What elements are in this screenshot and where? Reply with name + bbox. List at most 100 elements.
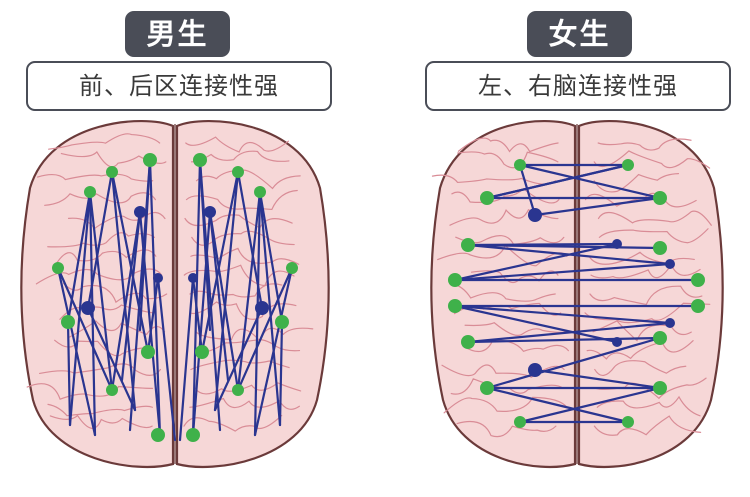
male-connection-line <box>200 170 240 354</box>
female-connection-line <box>466 242 619 247</box>
male-connection-line <box>253 266 294 437</box>
male-gyrus <box>36 173 154 182</box>
male-blue-node <box>255 301 269 315</box>
male-green-node <box>275 315 289 329</box>
female-brain-diagram <box>430 120 724 469</box>
male-gyrus <box>54 339 154 357</box>
female-connection-line <box>485 163 630 200</box>
male-connection-line <box>213 170 240 412</box>
male-connection-line <box>66 320 72 427</box>
female-gyrus <box>431 174 556 185</box>
female-blue-node <box>612 337 622 347</box>
male-connection-line <box>191 158 202 437</box>
male-gyrus <box>67 211 166 230</box>
female-green-node <box>653 191 667 205</box>
male-connection-line <box>278 320 284 427</box>
female-gyrus <box>586 340 694 360</box>
female-connection-line <box>453 304 619 344</box>
male-connection-line <box>146 276 160 354</box>
female-green-node <box>514 416 526 428</box>
male-connection-line <box>86 306 137 412</box>
male-gyrus <box>194 382 302 395</box>
female-panel: 女生 左、右脑连接性强 <box>375 0 750 497</box>
female-gyrus <box>456 420 557 438</box>
male-blue-node <box>81 301 95 315</box>
male-gyrus <box>44 192 157 206</box>
male-green-node <box>52 262 64 274</box>
male-gyrus <box>49 414 153 429</box>
male-connection-line <box>86 170 114 310</box>
male-connection-line <box>213 306 264 412</box>
female-title: 女生 <box>527 11 632 57</box>
male-brain-diagram <box>20 119 330 469</box>
female-gyrus <box>598 228 709 244</box>
male-connection-line <box>208 210 240 392</box>
male-connection-line <box>110 170 150 354</box>
male-blue-node <box>153 273 163 283</box>
male-connection-line <box>178 276 195 442</box>
female-connection-line <box>453 262 672 282</box>
female-gyrus <box>596 395 701 417</box>
female-gyrus <box>464 322 568 336</box>
female-gyrus <box>584 302 711 324</box>
male-gyrus <box>53 249 157 267</box>
male-green-node <box>84 186 96 198</box>
female-green-node <box>691 273 705 287</box>
female-blue-node <box>612 239 622 249</box>
female-gyrus <box>457 151 559 169</box>
male-gyrus <box>185 136 290 153</box>
male-subtitle: 前、后区连接性强 <box>26 61 332 111</box>
male-connection-line <box>56 266 114 392</box>
female-gyrus <box>589 285 703 306</box>
male-blue-node <box>134 206 146 218</box>
male-connection-line <box>253 190 262 437</box>
male-connection-line <box>258 190 282 427</box>
female-gyrus <box>593 415 702 436</box>
male-connection-line <box>68 190 92 427</box>
male-green-node <box>186 428 200 442</box>
female-subtitle: 左、右脑连接性强 <box>425 61 731 111</box>
male-left-hemisphere <box>20 119 175 469</box>
female-connection-line <box>518 163 662 200</box>
female-green-node <box>461 335 475 349</box>
male-green-node <box>193 153 207 167</box>
female-gyrus <box>457 137 559 153</box>
female-gyrus <box>594 360 687 376</box>
female-green-node <box>480 381 494 395</box>
male-green-node <box>141 345 155 359</box>
male-connection-line <box>88 190 97 437</box>
male-blue-node <box>204 206 216 218</box>
female-blue-node <box>665 259 675 269</box>
female-blue-node <box>528 208 542 222</box>
female-connection-line <box>466 321 672 344</box>
female-green-node <box>480 191 494 205</box>
female-connection-line <box>466 336 662 344</box>
male-gyrus <box>189 397 300 410</box>
female-green-node <box>653 241 667 255</box>
female-gyrus <box>462 339 569 353</box>
male-green-node <box>286 262 298 274</box>
male-title: 男生 <box>125 11 230 57</box>
male-connection-line <box>110 170 137 412</box>
male-connection-line <box>236 170 264 310</box>
female-green-node <box>448 299 462 313</box>
female-connection-line <box>453 304 672 325</box>
female-green-node <box>622 416 634 428</box>
female-gyrus <box>593 173 680 193</box>
female-green-node <box>461 238 475 252</box>
male-gyrus <box>62 282 168 304</box>
male-connection-lines <box>56 158 294 442</box>
male-green-node <box>232 384 244 396</box>
female-connection-line <box>518 163 537 217</box>
female-blue-node <box>528 363 542 377</box>
female-connection-line <box>466 243 672 266</box>
female-gyrus <box>588 251 695 265</box>
female-blue-node <box>665 318 675 328</box>
female-connection-line <box>518 386 662 424</box>
male-panel: 男生 前、后区连接性强 <box>20 11 332 469</box>
male-connection-line <box>198 158 212 332</box>
female-green-node <box>622 159 634 171</box>
female-connection-nodes <box>448 159 705 428</box>
female-green-node <box>691 299 705 313</box>
female-connection-line <box>533 196 662 217</box>
